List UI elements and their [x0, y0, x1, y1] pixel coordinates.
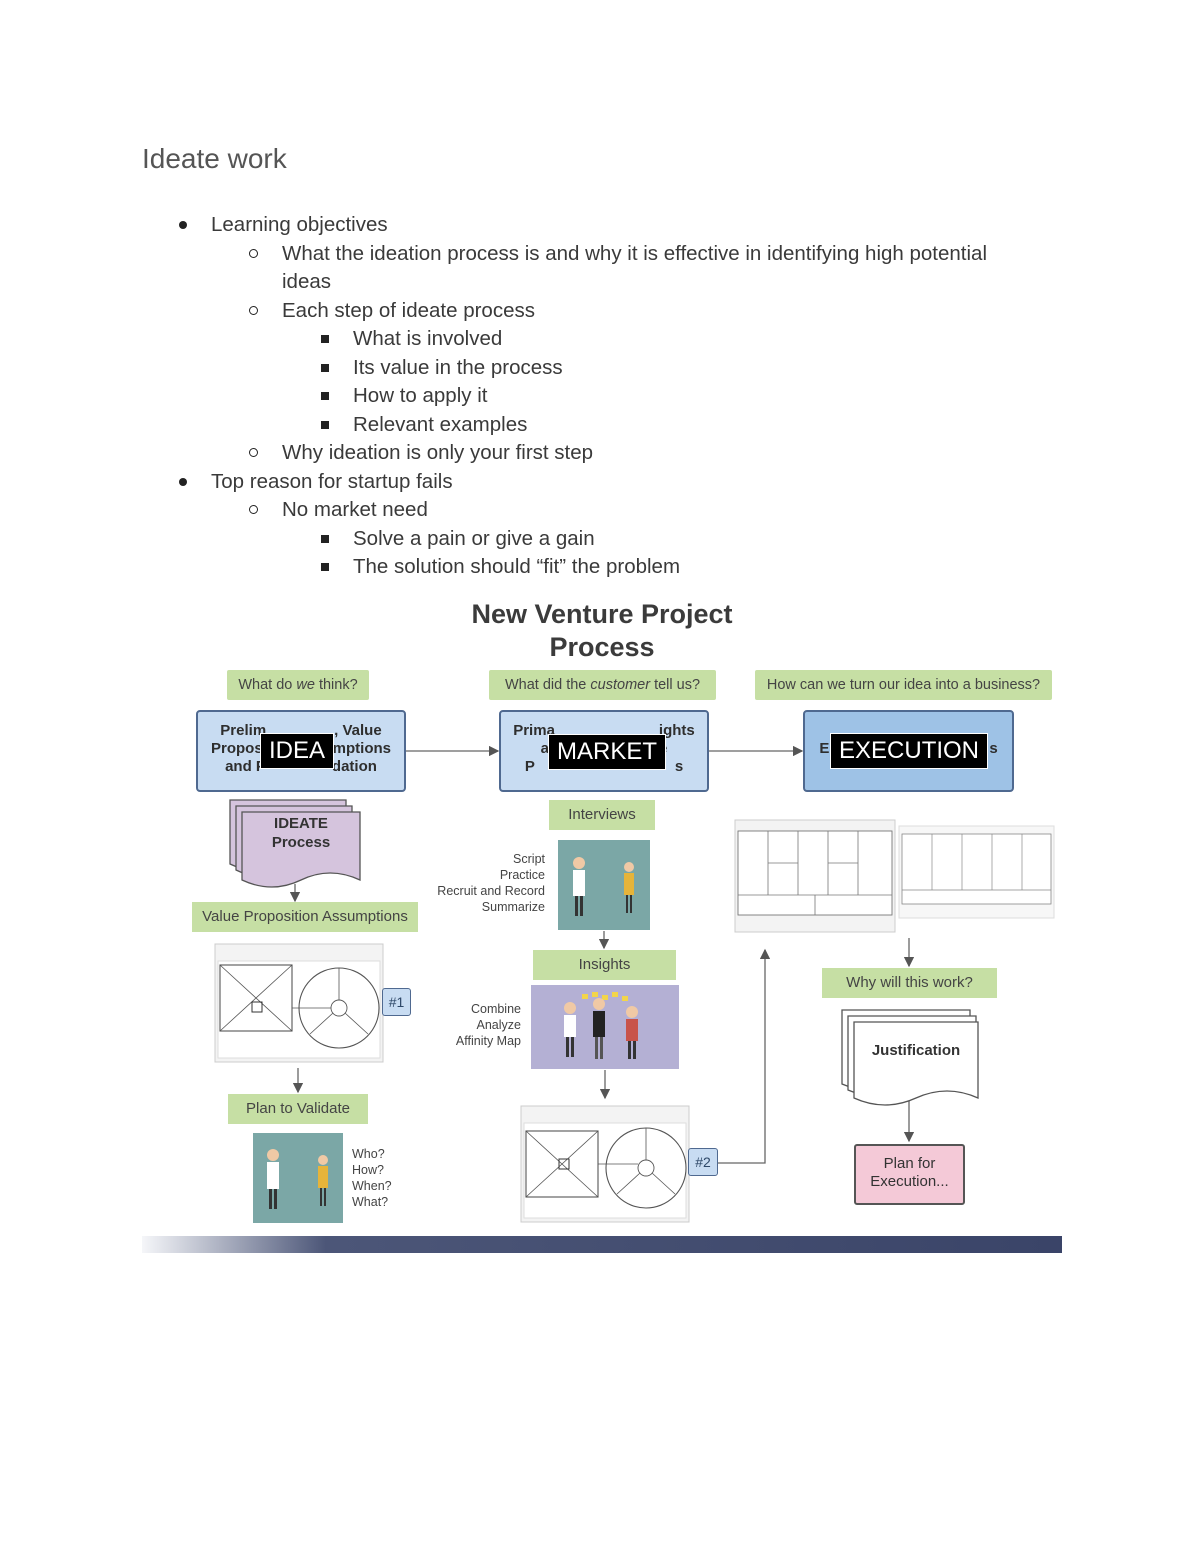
- slide-connectors: [144, 745, 1055, 1252]
- outline-item: How to apply it: [321, 381, 488, 410]
- doc-title: Ideate work: [142, 143, 287, 174]
- tag-2: #2: [688, 1148, 718, 1176]
- bullet-square: [321, 563, 329, 571]
- presentation-toolbar[interactable]: [142, 1236, 1062, 1253]
- slide-title-line: New Venture Project: [471, 599, 733, 629]
- outline-item-continuation: ideas: [282, 267, 331, 296]
- bullet-disc: [179, 221, 187, 229]
- outline-item: Each step of ideate process: [249, 296, 535, 325]
- justification-label: Justification: [871, 1042, 961, 1059]
- outline-text: ideas: [282, 270, 332, 293]
- interview-illustration: [558, 840, 650, 930]
- bullet-square: [321, 534, 329, 543]
- slide-title: New Venture Project Process: [142, 598, 1062, 664]
- insights-label: Insights: [533, 950, 676, 980]
- tag-1: #1: [382, 988, 411, 1016]
- value-prop-canvas-2: [520, 1105, 690, 1223]
- outline-text: What is involved: [353, 327, 503, 350]
- ideate-process-label: IDEATE Process: [271, 815, 331, 851]
- label-emphasis: we: [296, 677, 315, 693]
- outline-text: No market need: [282, 498, 428, 521]
- question-label-business: How can we turn our idea into a business…: [755, 670, 1052, 700]
- outline-text: The solution should “fit” the problem: [353, 555, 681, 578]
- outline-item: No market need: [249, 495, 428, 524]
- outline-item: Relevant examples: [321, 410, 528, 439]
- outline-text: Relevant examples: [353, 412, 528, 436]
- label-text: What did the: [504, 677, 591, 693]
- outline-text: Solve a pain or give a gain: [353, 526, 595, 550]
- outline-item: What is involved: [321, 324, 503, 353]
- outline-item: Its value in the process: [321, 353, 563, 382]
- outline-text: Each step of ideate process: [282, 298, 535, 322]
- bullet-circle: [249, 505, 258, 514]
- outline-item: The solution should “fit” the problem: [321, 552, 681, 581]
- question-label-customer: What did the customer tell us?: [489, 670, 716, 700]
- outline-text: Learning objectives: [211, 213, 388, 236]
- insights-illustration: [531, 985, 679, 1069]
- insight-steps: Combine Analyze Affinity Map: [455, 1002, 521, 1048]
- slide-title-line: Process: [549, 632, 655, 662]
- plan-exec-text: Plan for: [883, 1155, 936, 1172]
- bullet-square: [321, 335, 329, 343]
- bullet-circle: [249, 248, 258, 258]
- outline-item: Solve a pain or give a gain: [321, 524, 595, 553]
- outline-text: Why ideation is only your first step: [282, 441, 594, 464]
- value-prop-canvas-1: [214, 943, 384, 1063]
- bullet-circle: [249, 448, 258, 457]
- outline-text: Its value in the process: [353, 355, 563, 379]
- outline-item: Top reason for startup fails: [179, 467, 453, 496]
- outline-item: Why ideation is only your first step: [249, 438, 594, 467]
- why-will-this-work-label: Why will this work?: [822, 968, 997, 998]
- caption-execution: EXECUTION: [830, 733, 989, 769]
- plan-for-execution-box: Plan for Execution...: [854, 1144, 965, 1205]
- outline-item: Learning objectives: [179, 210, 388, 239]
- bullet-square: [321, 420, 329, 429]
- question-label-we: What do we think?: [227, 670, 369, 700]
- plan-exec-text: Execution...: [870, 1173, 949, 1190]
- interview-steps: Script Practice Recruit and Record Summa…: [437, 852, 545, 914]
- bullet-square: [321, 392, 329, 400]
- validate-questions: Who? How? When? What?: [352, 1147, 392, 1209]
- bullet-circle: [249, 305, 258, 315]
- caption-idea: IDEA: [260, 733, 335, 769]
- caption-market: MARKET: [548, 734, 667, 770]
- value-proposition-label: Value Proposition Assumptions: [192, 902, 418, 932]
- validate-illustration: [253, 1133, 343, 1223]
- bullet-square: [321, 363, 329, 372]
- process-slide: New Venture Project Process What do we t…: [142, 588, 1062, 1253]
- label-emphasis: customer: [590, 677, 651, 693]
- business-model-canvas: [734, 819, 896, 933]
- outline-text: Top reason for startup fails: [211, 469, 453, 493]
- outline-text: What the ideation process is and why it …: [282, 241, 987, 265]
- label-text: think?: [314, 677, 358, 693]
- bullet-disc: [179, 477, 187, 486]
- lean-canvas: [898, 825, 1055, 919]
- outline-text: How to apply it: [353, 384, 488, 407]
- plan-to-validate-label: Plan to Validate: [228, 1094, 368, 1124]
- outline-item: What the ideation process is and why it …: [249, 239, 987, 268]
- interviews-label: Interviews: [549, 800, 655, 830]
- label-text: What do: [238, 677, 297, 693]
- label-text: tell us?: [650, 677, 701, 693]
